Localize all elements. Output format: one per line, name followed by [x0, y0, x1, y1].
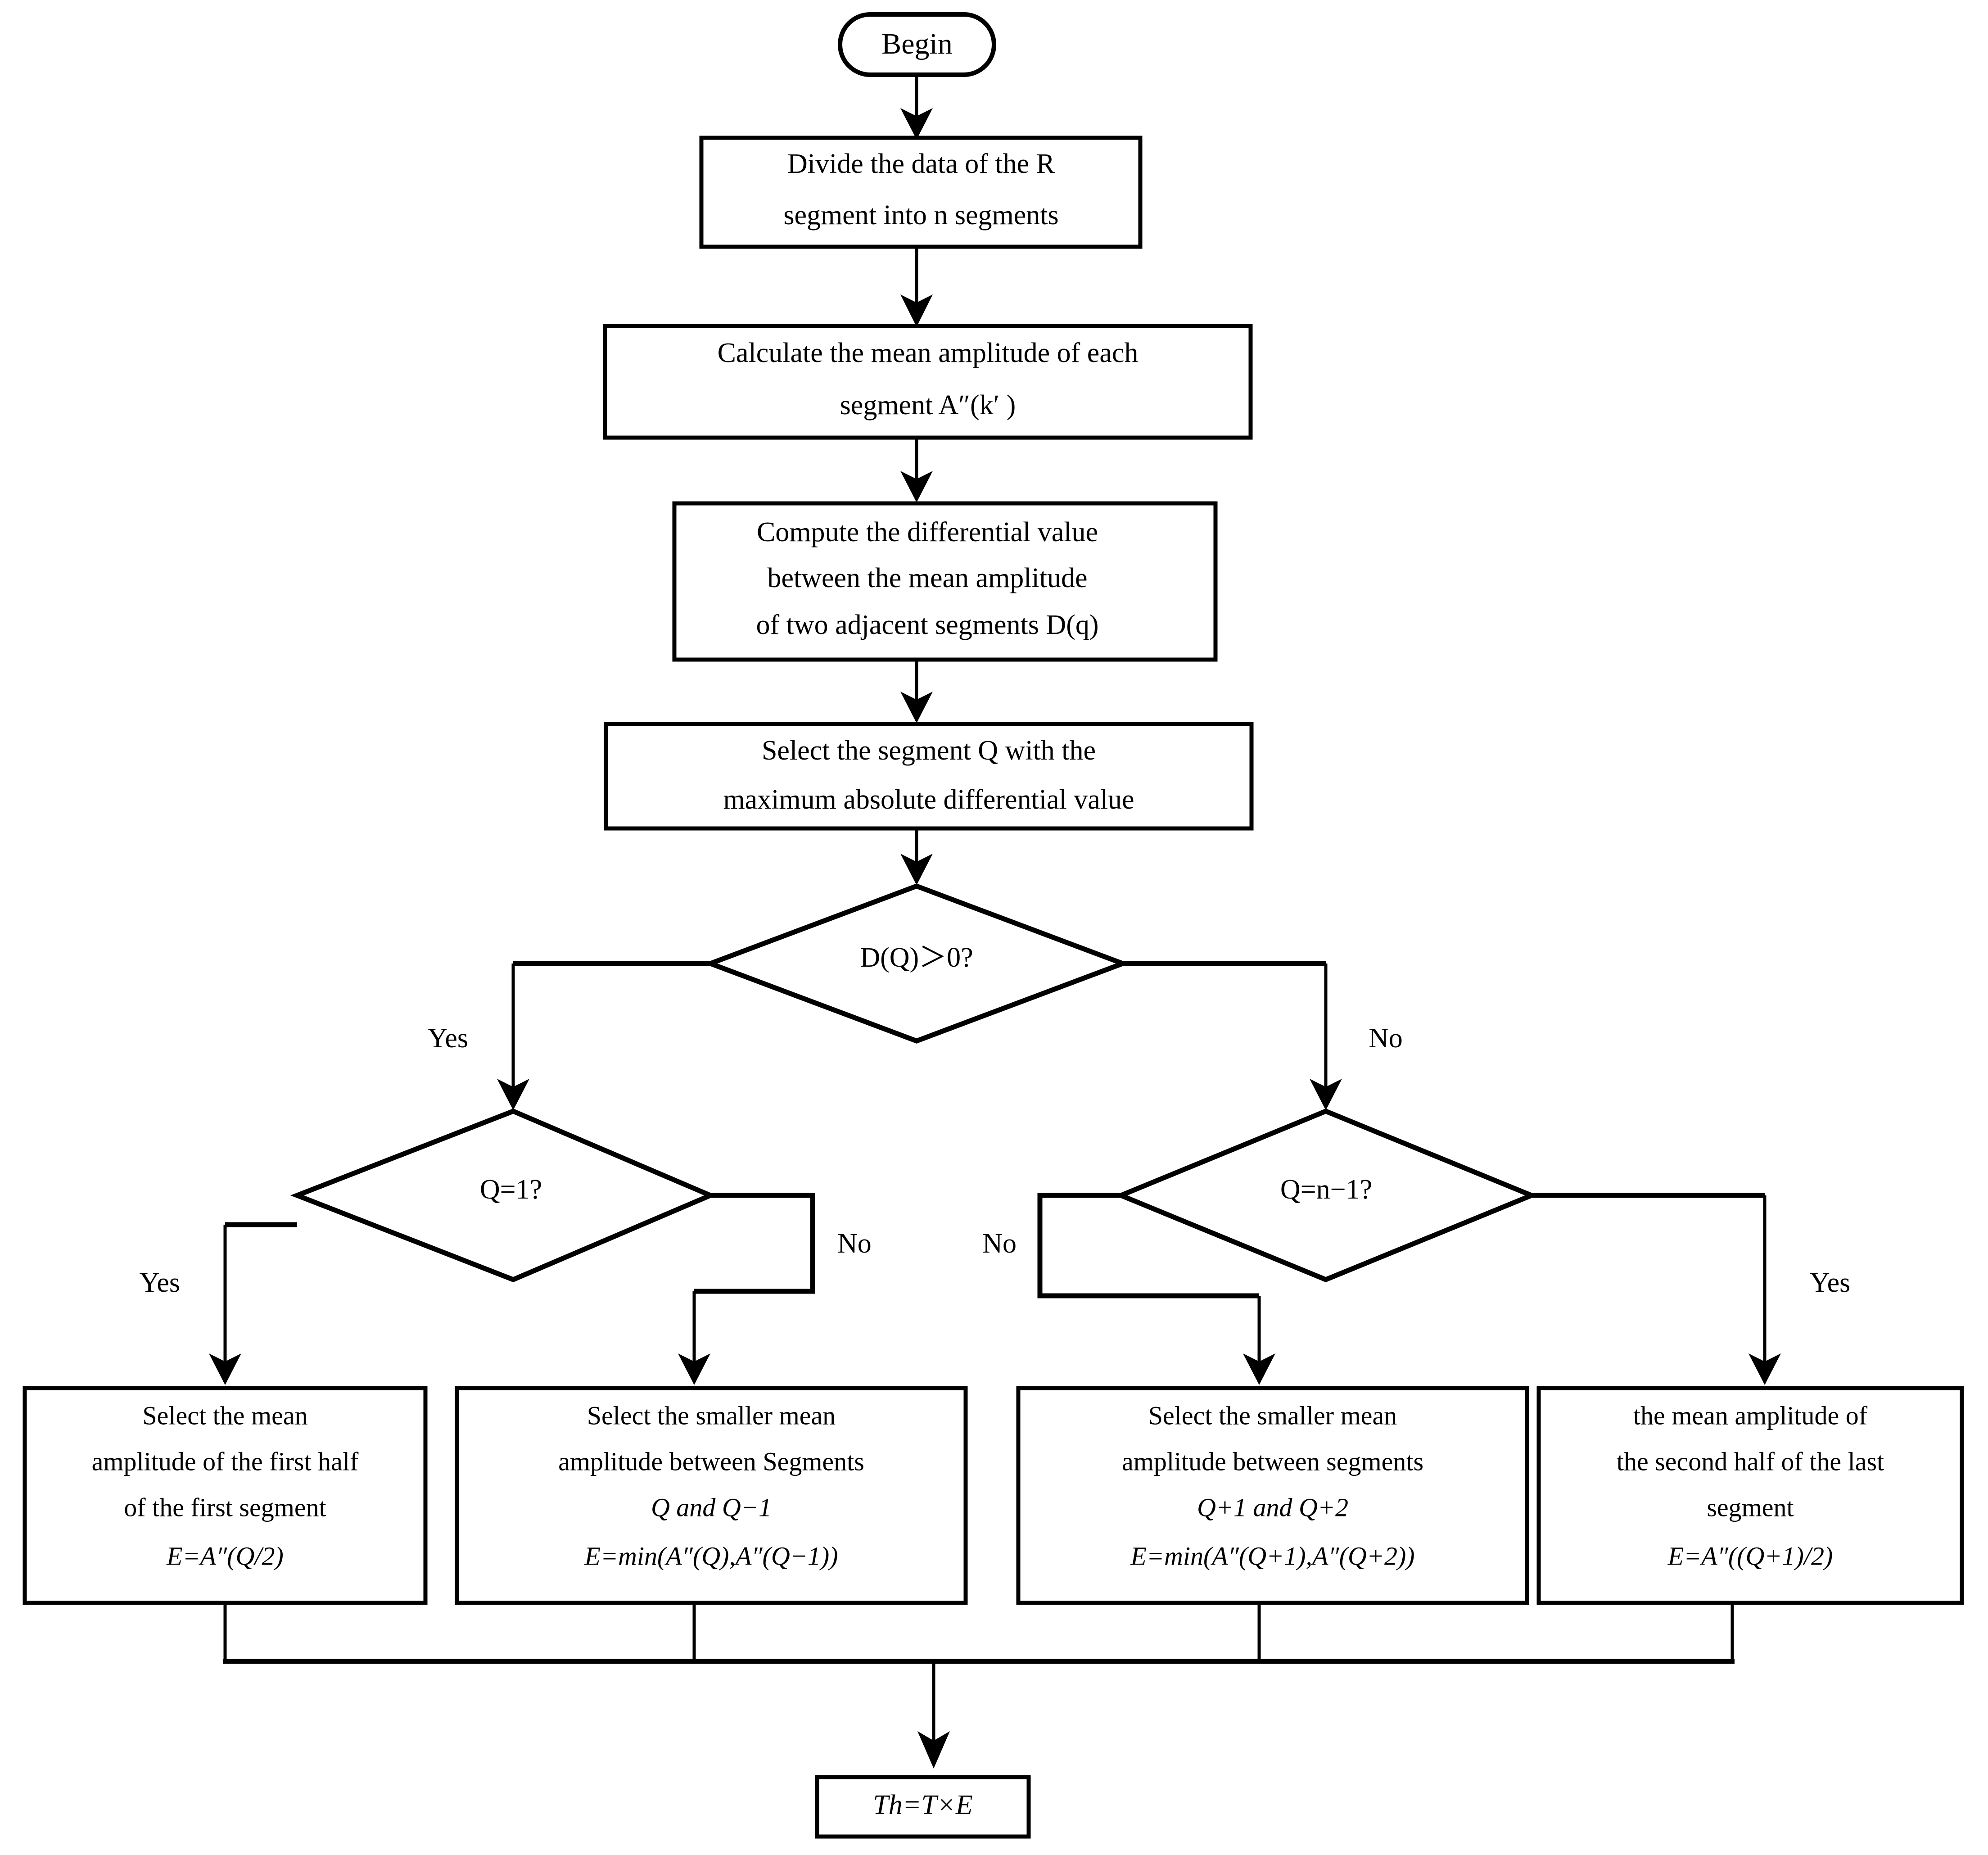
connector-q1-no-route [694, 1193, 815, 1294]
node-select-segment: Select the segment Q with the maximum ab… [604, 722, 1254, 831]
calc-mean-shape [603, 324, 1253, 440]
divide-line-1: Divide the data of the R [787, 149, 1055, 179]
connector-layer [209, 74, 1781, 1769]
edge-label-q1-yes: Yes [140, 1267, 180, 1298]
leaf-3-shape [1016, 1386, 1529, 1605]
leaf-1-line-2: amplitude of the first half [92, 1447, 359, 1476]
leaf-2-shape [455, 1386, 968, 1605]
edge-label-layer: Yes No Yes No No Yes [140, 1023, 1850, 1298]
select-segment-shape [604, 722, 1254, 831]
edge-label-q1-no: No [837, 1228, 872, 1259]
decision-q1-shape [290, 1108, 717, 1282]
select-segment-line-2: maximum absolute differential value [723, 784, 1134, 815]
result-shape [815, 1775, 1031, 1839]
compute-diff-line-1: Compute the differential value [757, 517, 1098, 547]
result-label: Th=T×E [873, 1790, 973, 1820]
leaf-2-line-3: Q and Q−1 [651, 1493, 772, 1522]
leaf-4-line-3: segment [1707, 1493, 1794, 1522]
arrowhead-qn1-yes [1749, 1353, 1781, 1385]
edge-label-dq-no: No [1369, 1023, 1403, 1054]
decision-dq-shape [703, 883, 1130, 1044]
leaf-2-line-1: Select the smaller mean [587, 1401, 836, 1430]
arrowhead-dq-no [1310, 1079, 1342, 1110]
node-begin: Begin [838, 12, 996, 77]
leaf-3-line-3: Q+1 and Q+2 [1197, 1493, 1348, 1522]
leaf-2-line-2: amplitude between Segments [558, 1447, 864, 1476]
connector-qn1-no-route [1037, 1193, 1259, 1298]
node-result: Th=T×E [815, 1775, 1031, 1839]
edge-label-qn1-no: No [982, 1228, 1017, 1259]
leaf-1-shape [23, 1386, 428, 1605]
leaf-4-line-2: the second half of the last [1617, 1447, 1884, 1476]
leaf-1-line-3: of the first segment [124, 1493, 326, 1522]
arrowhead-divide-to-calc [900, 294, 933, 327]
node-divide: Divide the data of the R segment into n … [699, 136, 1143, 249]
arrowhead-dq-yes [497, 1079, 529, 1110]
decision-qn1-shape [1114, 1108, 1538, 1282]
leaf-3-formula: E=min(A″(Q+1),A″(Q+2)) [1130, 1541, 1414, 1570]
arrowhead-qn1-no [1243, 1353, 1275, 1385]
decision-dq-label: D(Q)＞0? [860, 942, 973, 973]
edge-label-qn1-yes: Yes [1810, 1267, 1850, 1298]
decision-qn1-label: Q=n−1? [1280, 1174, 1372, 1205]
arrowhead-q1-yes [209, 1353, 241, 1385]
calc-mean-line-2: segment A″(k′ ) [840, 390, 1016, 421]
leaf-4-line-1: the mean amplitude of [1633, 1401, 1868, 1430]
arrowhead-begin-to-divide [900, 108, 933, 140]
node-leaf-2: Select the smaller mean amplitude betwee… [455, 1386, 968, 1605]
node-decision-qn1: Q=n−1? [1114, 1108, 1538, 1282]
node-decision-dq: D(Q)＞0? [703, 883, 1130, 1044]
decision-q1-label: Q=1? [480, 1174, 542, 1205]
leaf-2-formula: E=min(A″(Q),A″(Q−1)) [584, 1541, 838, 1570]
divide-shape [699, 136, 1143, 249]
compute-diff-line-2: between the mean amplitude [767, 563, 1087, 593]
leaf-3-line-2: amplitude between segments [1122, 1447, 1423, 1476]
compute-diff-shape [672, 501, 1218, 662]
begin-label: Begin [881, 27, 953, 60]
node-leaf-4: the mean amplitude of the second half of… [1536, 1386, 1964, 1605]
begin-shape [838, 12, 996, 77]
leaf-1-line-1: Select the mean [142, 1401, 307, 1430]
leaf-4-shape [1536, 1386, 1964, 1605]
edge-label-dq-yes: Yes [428, 1023, 468, 1054]
divide-line-2: segment into n segments [783, 200, 1058, 231]
calc-mean-line-1: Calculate the mean amplitude of each [718, 338, 1139, 368]
leaf-3-line-1: Select the smaller mean [1148, 1401, 1397, 1430]
compute-diff-line-3: of two adjacent segments D(q) [756, 610, 1099, 640]
node-decision-q1: Q=1? [290, 1108, 717, 1282]
node-leaf-1: Select the mean amplitude of the first h… [23, 1386, 428, 1605]
leaf-1-formula: E=A″(Q/2) [166, 1541, 284, 1570]
leaf-4-formula: E=A″((Q+1)/2) [1667, 1541, 1833, 1570]
node-compute-diff: Compute the differential value between t… [672, 501, 1218, 662]
arrowhead-q1-no [678, 1353, 710, 1385]
arrowhead-calc-to-compute [900, 471, 933, 502]
node-calc-mean: Calculate the mean amplitude of each seg… [603, 324, 1253, 440]
arrowhead-select-to-dq [900, 854, 933, 885]
select-segment-line-1: Select the segment Q with the [762, 735, 1096, 766]
node-leaf-3: Select the smaller mean amplitude betwee… [1016, 1386, 1529, 1605]
arrowhead-compute-to-select [900, 692, 933, 723]
arrowhead-merge-to-result [917, 1731, 950, 1769]
